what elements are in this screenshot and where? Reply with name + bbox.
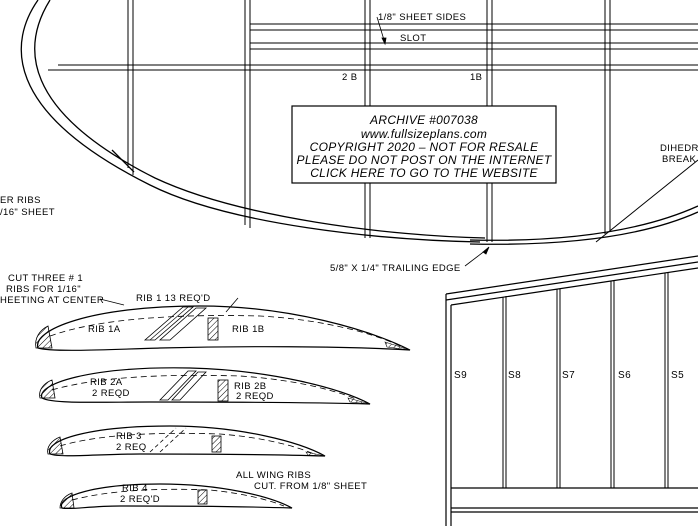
archive-website-link[interactable]: CLICK HERE TO GO TO THE WEBSITE bbox=[310, 166, 538, 180]
ribs-note-partial-1: ER RIBS bbox=[0, 195, 41, 206]
archive-website: www.fullsizeplans.com bbox=[361, 127, 487, 141]
spar-lines bbox=[48, 23, 698, 71]
spar-s6-label: S6 bbox=[618, 370, 631, 381]
archive-box[interactable]: ARCHIVE #007038 www.fullsizeplans.com CO… bbox=[291, 105, 557, 184]
cut-note-leader bbox=[99, 298, 125, 306]
slot-label: SLOT bbox=[400, 33, 426, 44]
rib-2b-label: RIB 2B bbox=[234, 381, 267, 392]
archive-number: ARCHIVE #007038 bbox=[369, 113, 478, 127]
spar-s8-label: S8 bbox=[508, 370, 521, 381]
archive-notice: PLEASE DO NOT POST ON THE INTERNET bbox=[297, 153, 553, 167]
trailing-edge-label: 5/8" X 1/4" TRAILING EDGE bbox=[330, 263, 461, 274]
rib-1-title: RIB 1 13 REQ'D bbox=[136, 293, 210, 304]
rib-2b-count: 2 REQD bbox=[236, 391, 274, 402]
dihedral-label-2: BREAK bbox=[662, 154, 696, 165]
rib-3-label: RIB 3 bbox=[116, 431, 142, 442]
cut-note-1: CUT THREE # 1 bbox=[8, 273, 83, 284]
cut-note-3: HEETING AT CENTER bbox=[0, 295, 104, 306]
rib-profiles: CUT THREE # 1 RIBS FOR 1/16" HEETING AT … bbox=[0, 273, 411, 510]
wing-tip-outline bbox=[20, 0, 698, 245]
sheet-sides-label: 1/8" SHEET SIDES bbox=[378, 12, 466, 23]
rib-1b-station-label: 1B bbox=[470, 72, 482, 83]
all-ribs-note-2: CUT. FROM 1/8" SHEET bbox=[254, 481, 367, 492]
spar-s5-label: S5 bbox=[671, 370, 684, 381]
all-ribs-note-1: ALL WING RIBS bbox=[236, 470, 311, 481]
rib-4-label: RIB 4 bbox=[122, 483, 148, 494]
rib-1a-label: RIB 1A bbox=[88, 324, 121, 335]
leader-lines bbox=[376, 16, 490, 267]
spar-s7-label: S7 bbox=[562, 370, 575, 381]
rib-2a-count: 2 REQD bbox=[92, 388, 130, 399]
rib-1: RIB 1 13 REQ'D RIB 1A RIB 1B bbox=[35, 293, 411, 351]
dihedral-label-1: DIHEDR bbox=[660, 143, 698, 154]
rib-2b-station-label: 2 B bbox=[342, 72, 357, 83]
rib-4: RIB 4 2 REQ'D bbox=[59, 483, 293, 510]
cut-note-2: RIBS FOR 1/16" bbox=[6, 284, 81, 295]
ribs-note-partial-2: /16" SHEET bbox=[0, 207, 55, 218]
tail-panel: S9 S8 S7 S6 S5 bbox=[445, 159, 698, 526]
rib-4-count: 2 REQ'D bbox=[120, 494, 160, 505]
rib-2a-label: RIB 2A bbox=[90, 377, 123, 388]
rib-1b-label: RIB 1B bbox=[232, 324, 265, 335]
archive-copyright: COPYRIGHT 2020 – NOT FOR RESALE bbox=[310, 140, 539, 154]
rib-2: RIB 2A 2 REQD RIB 2B 2 REQD bbox=[39, 367, 371, 405]
spar-s9-label: S9 bbox=[454, 370, 467, 381]
rib-3-count: 2 REQ bbox=[116, 442, 147, 453]
rib-3: RIB 3 2 REQ bbox=[47, 425, 326, 457]
